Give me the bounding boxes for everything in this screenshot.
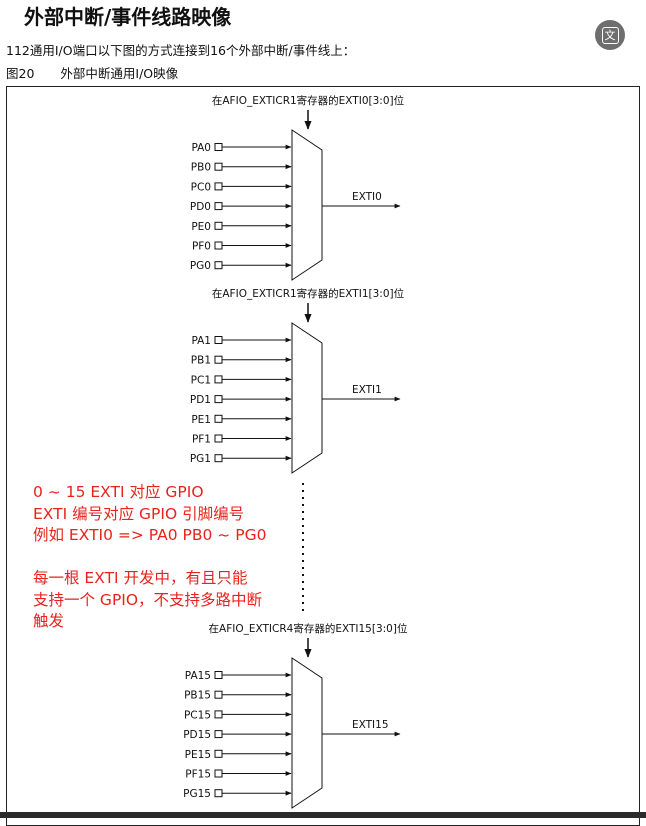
port-box — [214, 261, 223, 270]
port-label: PF15 — [185, 769, 211, 781]
port-label: PG1 — [190, 453, 211, 465]
register-label: 在AFIO_EXTICR1寄存器的EXTI0[3:0]位 — [212, 94, 405, 107]
page-title: 外部中断/事件线路映像 — [24, 5, 232, 29]
output-label: EXTI1 — [352, 384, 382, 396]
port-box — [214, 143, 223, 151]
port-label: PD0 — [190, 201, 211, 213]
port-box — [214, 730, 223, 739]
port-box — [214, 162, 223, 171]
translate-button[interactable]: 文 — [595, 20, 625, 50]
annotation-line: 例如 EXTI0 => PA0 PB0 ~ PG0 — [33, 526, 267, 544]
port-label: PA1 — [191, 335, 211, 347]
annotation-line: EXTI 编号对应 GPIO 引脚编号 — [33, 504, 245, 523]
port-label: PE0 — [191, 221, 211, 233]
port-box — [214, 336, 223, 344]
output-label: EXTI0 — [352, 191, 382, 203]
port-label: PC1 — [191, 374, 211, 386]
port-box — [214, 355, 223, 364]
port-box — [214, 789, 223, 798]
bottom-bar — [0, 812, 646, 818]
port-label: PA15 — [185, 670, 211, 682]
port-label: PD15 — [183, 729, 211, 741]
port-box — [214, 395, 223, 404]
port-label: PC0 — [191, 181, 211, 193]
figure-title: 外部中断通用I/O映像 — [60, 66, 179, 81]
port-box — [214, 221, 223, 230]
port-box — [214, 769, 223, 778]
port-box — [214, 202, 223, 211]
port-box — [214, 710, 223, 719]
port-label: PF0 — [192, 241, 211, 253]
annotation-line: 每一根 EXTI 开发中，有且只能 — [33, 569, 248, 587]
port-box — [214, 690, 223, 699]
port-box — [214, 749, 223, 758]
port-box — [214, 375, 223, 384]
port-box — [214, 454, 223, 463]
register-label: 在AFIO_EXTICR1寄存器的EXTI1[3:0]位 — [212, 287, 405, 300]
intro-text: 112通用I/O端口以下图的方式连接到16个外部中断/事件线上： — [6, 43, 356, 58]
annotation-line: 触发 — [33, 612, 65, 630]
port-box — [214, 414, 223, 423]
port-box — [214, 182, 223, 191]
port-label: PG0 — [190, 260, 211, 272]
port-label: PB15 — [184, 690, 211, 702]
figure-number: 图20 — [6, 66, 35, 81]
annotation-line — [33, 547, 266, 569]
port-label: PE1 — [191, 414, 211, 426]
port-label: PB1 — [191, 355, 211, 367]
port-box — [214, 671, 223, 679]
figure-caption: 图20 外部中断通用I/O映像 — [6, 63, 178, 82]
port-label: PB0 — [191, 162, 211, 174]
port-box — [214, 434, 223, 443]
red-annotation: 0 ~ 15 EXTI 对应 GPIO EXTI 编号对应 GPIO 引脚编号例如… — [33, 482, 266, 633]
translate-icon: 文 — [601, 26, 619, 44]
port-label: PF1 — [192, 434, 211, 446]
port-label: PD1 — [190, 394, 211, 406]
annotation-line: 0 ~ 15 EXTI 对应 GPIO — [33, 483, 204, 501]
port-label: PA0 — [191, 142, 211, 154]
register-label: 在AFIO_EXTICR4寄存器的EXTI15[3:0]位 — [209, 622, 408, 635]
output-label: EXTI15 — [352, 719, 389, 731]
multiplexer — [291, 657, 323, 809]
multiplexer — [291, 129, 323, 281]
annotation-line: 支持一个 GPIO，不支持多路中断 — [33, 590, 263, 609]
port-label: PG15 — [183, 788, 211, 800]
multiplexer — [291, 322, 323, 474]
port-label: PE15 — [185, 749, 211, 761]
port-box — [214, 241, 223, 250]
port-label: PC15 — [184, 709, 211, 721]
